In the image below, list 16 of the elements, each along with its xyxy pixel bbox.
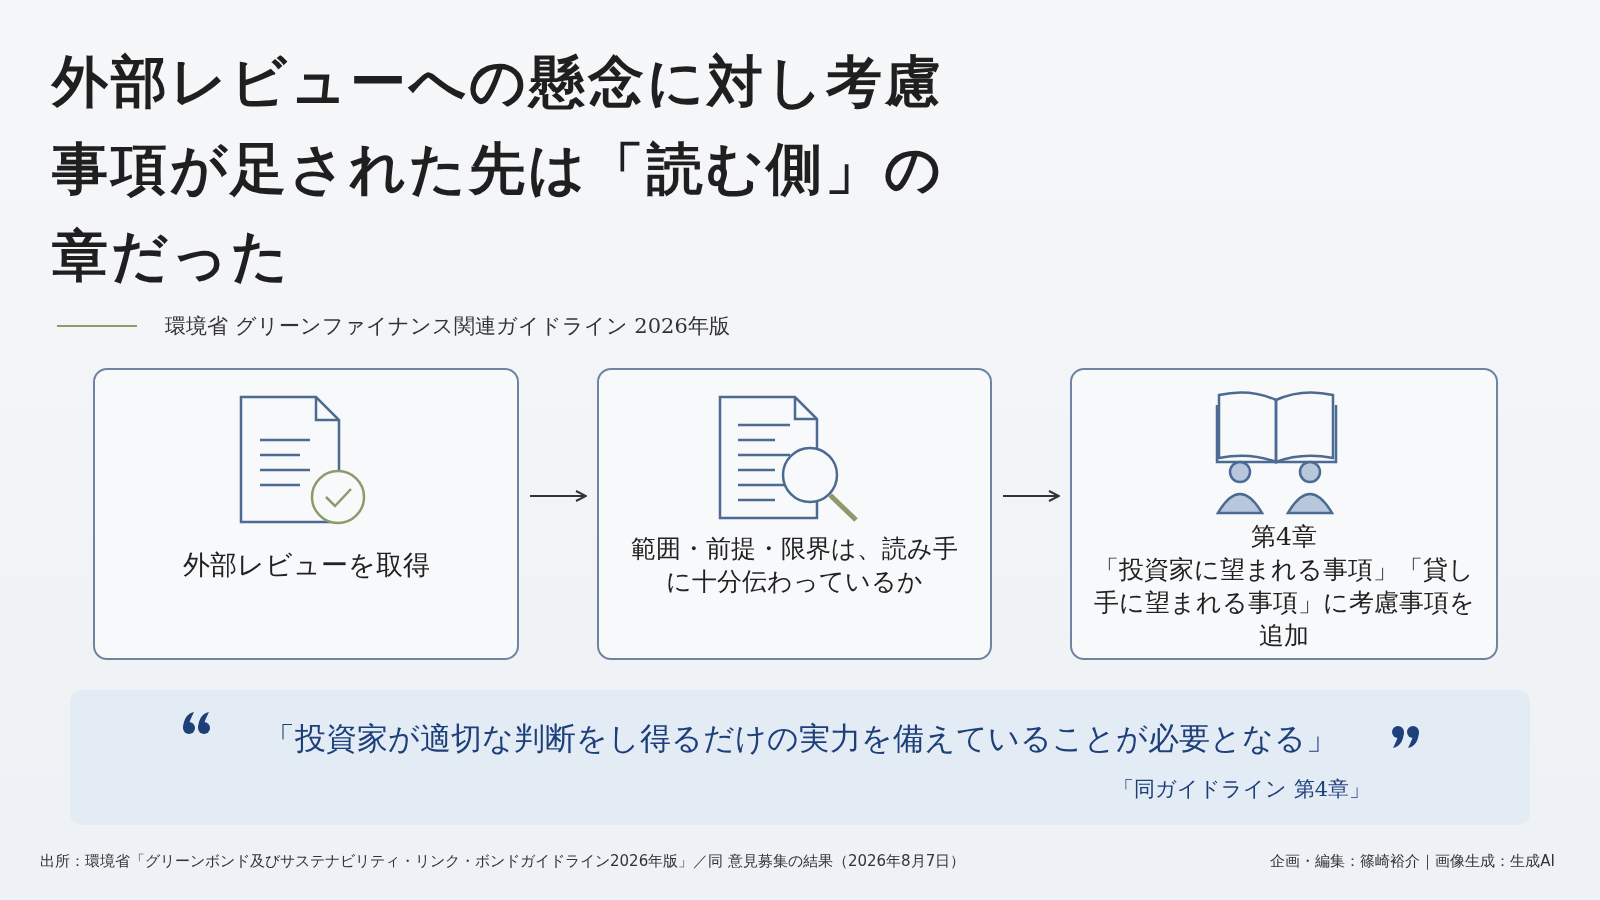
step-text: 範囲・前提・限界は、読み手に十分伝わっているか: [630, 533, 959, 598]
title: 外部レビューへの懸念に対し考慮事項が足された先は「読む側」の章だった: [52, 47, 945, 290]
quote-text: 「投資家が適切な判断をし得るだけの実力を備えていることが必要となる」: [262, 719, 1338, 758]
chapter-heading: 第4章: [1250, 521, 1318, 553]
subtitle: 環境省 グリーンファイナンス関連ガイドライン 2026年版: [165, 313, 730, 340]
quote-band: [70, 690, 1530, 825]
arrow: [529, 490, 587, 502]
source-note: 出所：環境省「グリーンボンド及びサステナビリティ・リンク・ボンドガイドライン2026年版」／同 意見募集の結果（2026年8月7日）: [40, 852, 966, 871]
step-box: [93, 368, 519, 660]
step-box: [597, 368, 992, 660]
step-text: 「投資家に望まれる事項」「貸し手に望まれる事項」に考慮事項を追加: [1092, 554, 1476, 652]
arrow: [1002, 490, 1060, 502]
quote-source: 「同ガイドライン 第4章」: [1112, 776, 1370, 803]
credit-note: 企画・編集：篠崎裕介｜画像生成：生成AI: [1270, 852, 1555, 871]
step-box: [1070, 368, 1498, 660]
step-text: 外部レビューを取得: [181, 548, 431, 581]
